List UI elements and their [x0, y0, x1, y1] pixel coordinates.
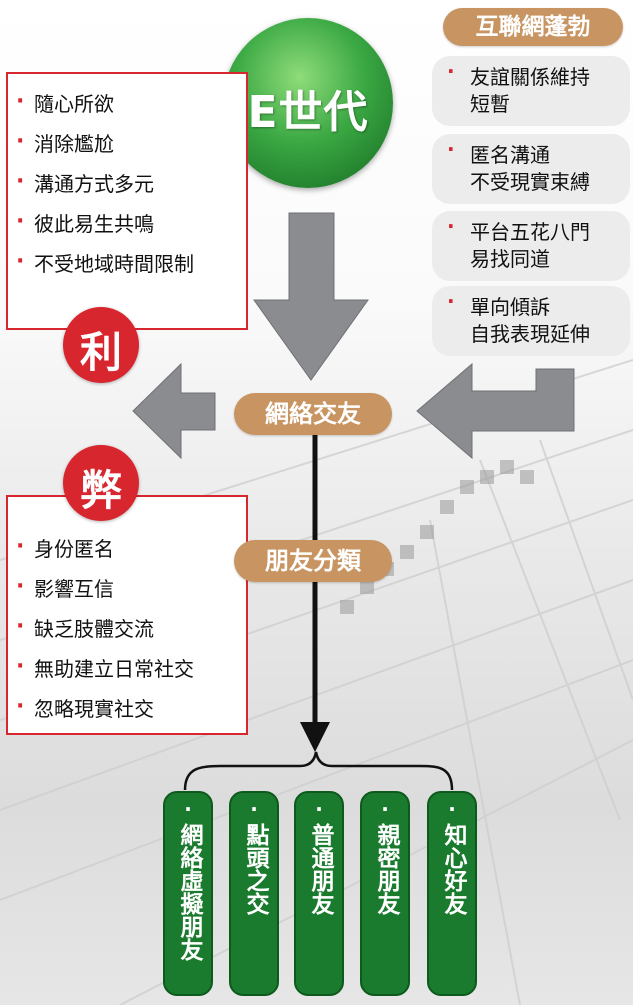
list-item: 彼此易生共鳴 [8, 202, 246, 244]
friend-type-dot: · [448, 797, 456, 821]
right-point-4: · 單向傾訴 自我表現延伸 [432, 286, 630, 356]
friend-type-label: 親密朋友 [373, 823, 399, 915]
friend-type-nodding: · 點頭之交 [229, 791, 279, 996]
pros-box: 隨心所欲 消除尷尬 溝通方式多元 彼此易生共鳴 不受地域時間限制 [6, 72, 248, 330]
arrow-left-icon [132, 362, 216, 460]
friend-categories-pill: 朋友分類 [234, 540, 392, 582]
pros-badge-label: 利 [79, 328, 122, 377]
right-point-text: 匿名溝通 [470, 143, 550, 167]
bullet-icon: · [447, 289, 455, 313]
right-point-text: 單向傾訴 [470, 295, 550, 319]
right-point-text: 平台五花八門 [470, 220, 590, 244]
bullet-icon: · [447, 59, 455, 83]
pros-list: 隨心所欲 消除尷尬 溝通方式多元 彼此易生共鳴 不受地域時間限制 [8, 74, 246, 284]
friend-type-label: 網絡虛擬朋友 [176, 823, 202, 961]
list-item: 無助建立日常社交 [8, 647, 246, 689]
friend-type-ordinary: · 普通朋友 [294, 791, 344, 996]
e-generation-title: E世代 [247, 87, 369, 138]
right-point-text: 自我表現延伸 [470, 322, 590, 346]
pros-badge: 利 [63, 307, 139, 383]
cons-box: 身份匿名 影響互信 缺乏肢體交流 無助建立日常社交 忽略現實社交 [6, 495, 248, 735]
friend-type-dot: · [184, 797, 192, 821]
list-item: 忽略現實社交 [8, 687, 246, 729]
list-item: 溝通方式多元 [8, 162, 246, 204]
friend-type-dot: · [250, 797, 258, 821]
bracket-icon [183, 751, 454, 791]
right-point-3: · 平台五花八門 易找同道 [432, 211, 630, 281]
right-point-text: 友誼關係維持 [470, 65, 590, 89]
online-friendship-pill: 網絡交友 [234, 393, 392, 435]
right-point-text: 易找同道 [470, 247, 550, 271]
list-item: 身份匿名 [8, 527, 246, 569]
list-item: 缺乏肢體交流 [8, 607, 246, 649]
bullet-icon: · [447, 214, 455, 238]
friend-type-close: · 親密朋友 [360, 791, 410, 996]
right-point-text: 短暫 [470, 92, 510, 116]
cons-list: 身份匿名 影響互信 缺乏肢體交流 無助建立日常社交 忽略現實社交 [8, 497, 246, 729]
bullet-icon: · [447, 137, 455, 161]
friend-type-virtual: · 網絡虛擬朋友 [163, 791, 213, 996]
friend-type-intimate: · 知心好友 [427, 791, 477, 996]
internet-boom-pill: 互聯網蓬勃 [443, 8, 623, 46]
right-point-text: 不受現實束縛 [470, 170, 590, 194]
e-generation-circle: E世代 [223, 18, 393, 188]
cons-badge: 弊 [63, 445, 139, 521]
cons-badge-label: 弊 [79, 466, 122, 515]
friend-type-label: 知心好友 [440, 823, 466, 915]
arrow-head-icon [300, 722, 330, 752]
elbow-arrow-icon [416, 362, 575, 460]
friend-type-label: 普通朋友 [307, 823, 333, 915]
list-item: 消除尷尬 [8, 122, 246, 164]
friend-type-dot: · [315, 797, 323, 821]
list-item: 不受地域時間限制 [8, 242, 246, 284]
arrow-down-icon [253, 212, 369, 381]
list-item: 隨心所欲 [8, 82, 246, 124]
list-item: 影響互信 [8, 567, 246, 609]
right-point-1: · 友誼關係維持 短暫 [432, 56, 630, 126]
right-point-2: · 匿名溝通 不受現實束縛 [432, 134, 630, 204]
friend-type-dot: · [381, 797, 389, 821]
friend-type-label: 點頭之交 [242, 823, 268, 915]
